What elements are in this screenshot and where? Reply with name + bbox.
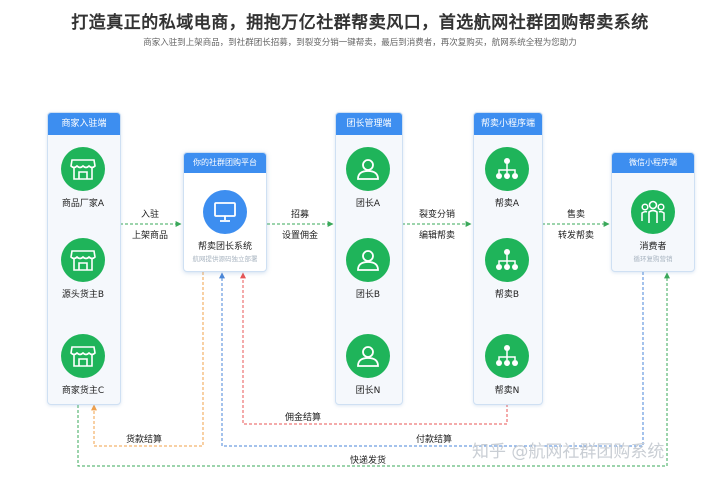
flow-label-sale: 售卖 xyxy=(566,210,585,220)
page-subtitle: 商家入驻到上架商品，到社群团长招募，到裂变分销一键帮卖，最后到消费者，再次复购买… xyxy=(143,38,577,48)
watermark: 知乎 @航网社群团购系统 xyxy=(472,442,665,462)
return-label-commission-settle: 佣金结算 xyxy=(285,413,322,423)
flow-label-edit-resale: 编辑帮卖 xyxy=(418,231,455,241)
network-icon xyxy=(485,147,529,191)
user-icon xyxy=(346,147,390,191)
merchant-label-c: 商家货主C xyxy=(61,386,105,396)
leader-label-a: 团长A xyxy=(355,199,381,209)
flow-label-enter: 入驻 xyxy=(140,210,159,220)
page-title: 打造真正的私域电商，拥抱万亿社群帮卖风口，首选航网社群团购帮卖系统 xyxy=(71,13,649,33)
seller-label-a: 帮卖A xyxy=(494,199,520,209)
return-line-commission-settle xyxy=(240,272,508,425)
flow-label-fission: 裂变分销 xyxy=(418,210,455,220)
platform-header: 你的社群团购平台 xyxy=(184,153,266,173)
return-label-payment-settle: 货款结算 xyxy=(126,435,163,445)
platform-box[interactable]: 你的社群团购平台 帮卖团长系统 航网提供源码独立部署 xyxy=(183,152,267,272)
seller-label-b: 帮卖B xyxy=(494,290,520,300)
return-line-pay-settle xyxy=(219,272,644,447)
seller-node-n[interactable]: 帮卖N xyxy=(457,334,557,396)
seller-panel-header: 帮卖小程序端 xyxy=(474,113,542,135)
consumer-header: 微信小程序端 xyxy=(612,153,694,173)
leader-label-n: 团长N xyxy=(355,386,381,396)
consumer-label: 消费者 xyxy=(639,242,667,252)
user-icon xyxy=(346,334,390,378)
merchant-node-c[interactable]: 商家货主C xyxy=(33,334,133,396)
return-label-delivery: 快递发货 xyxy=(350,456,387,466)
consumer-sublabel: 循环复购营销 xyxy=(633,255,673,263)
merchant-node-a[interactable]: 商品厂家A xyxy=(33,147,133,209)
shop-icon xyxy=(61,147,105,191)
flow-label-set-commission: 设置佣金 xyxy=(281,231,318,241)
consumer-box[interactable]: 微信小程序端 消费者 循环复购营销 xyxy=(611,152,695,272)
leader-panel-header: 团长管理端 xyxy=(336,113,402,135)
leader-node-n[interactable]: 团长N xyxy=(318,334,418,396)
network-icon xyxy=(485,238,529,282)
return-line-delivery xyxy=(77,272,670,467)
group-icon xyxy=(631,190,675,234)
shop-icon xyxy=(61,238,105,282)
network-icon xyxy=(485,334,529,378)
seller-node-b[interactable]: 帮卖B xyxy=(457,238,557,300)
merchant-node-b[interactable]: 源头货主B xyxy=(33,238,133,300)
return-line-payment-settle xyxy=(91,272,204,447)
leader-node-a[interactable]: 团长A xyxy=(318,147,418,209)
return-label-pay-settle: 付款结算 xyxy=(416,435,453,445)
leader-node-b[interactable]: 团长B xyxy=(318,238,418,300)
user-icon xyxy=(346,238,390,282)
monitor-icon xyxy=(203,190,247,234)
merchant-label-a: 商品厂家A xyxy=(61,199,105,209)
platform-label: 帮卖团长系统 xyxy=(197,242,252,252)
flow-label-forward-resale: 转发帮卖 xyxy=(557,231,594,241)
merchant-panel-header: 商家入驻端 xyxy=(48,113,120,135)
shop-icon xyxy=(61,334,105,378)
platform-sublabel: 航网提供源码独立部署 xyxy=(192,255,258,263)
seller-label-n: 帮卖N xyxy=(494,386,520,396)
flow-label-list-goods: 上架商品 xyxy=(131,231,168,241)
seller-node-a[interactable]: 帮卖A xyxy=(457,147,557,209)
leader-label-b: 团长B xyxy=(355,290,381,300)
merchant-label-b: 源头货主B xyxy=(61,290,105,300)
flow-label-recruit: 招募 xyxy=(290,210,309,220)
